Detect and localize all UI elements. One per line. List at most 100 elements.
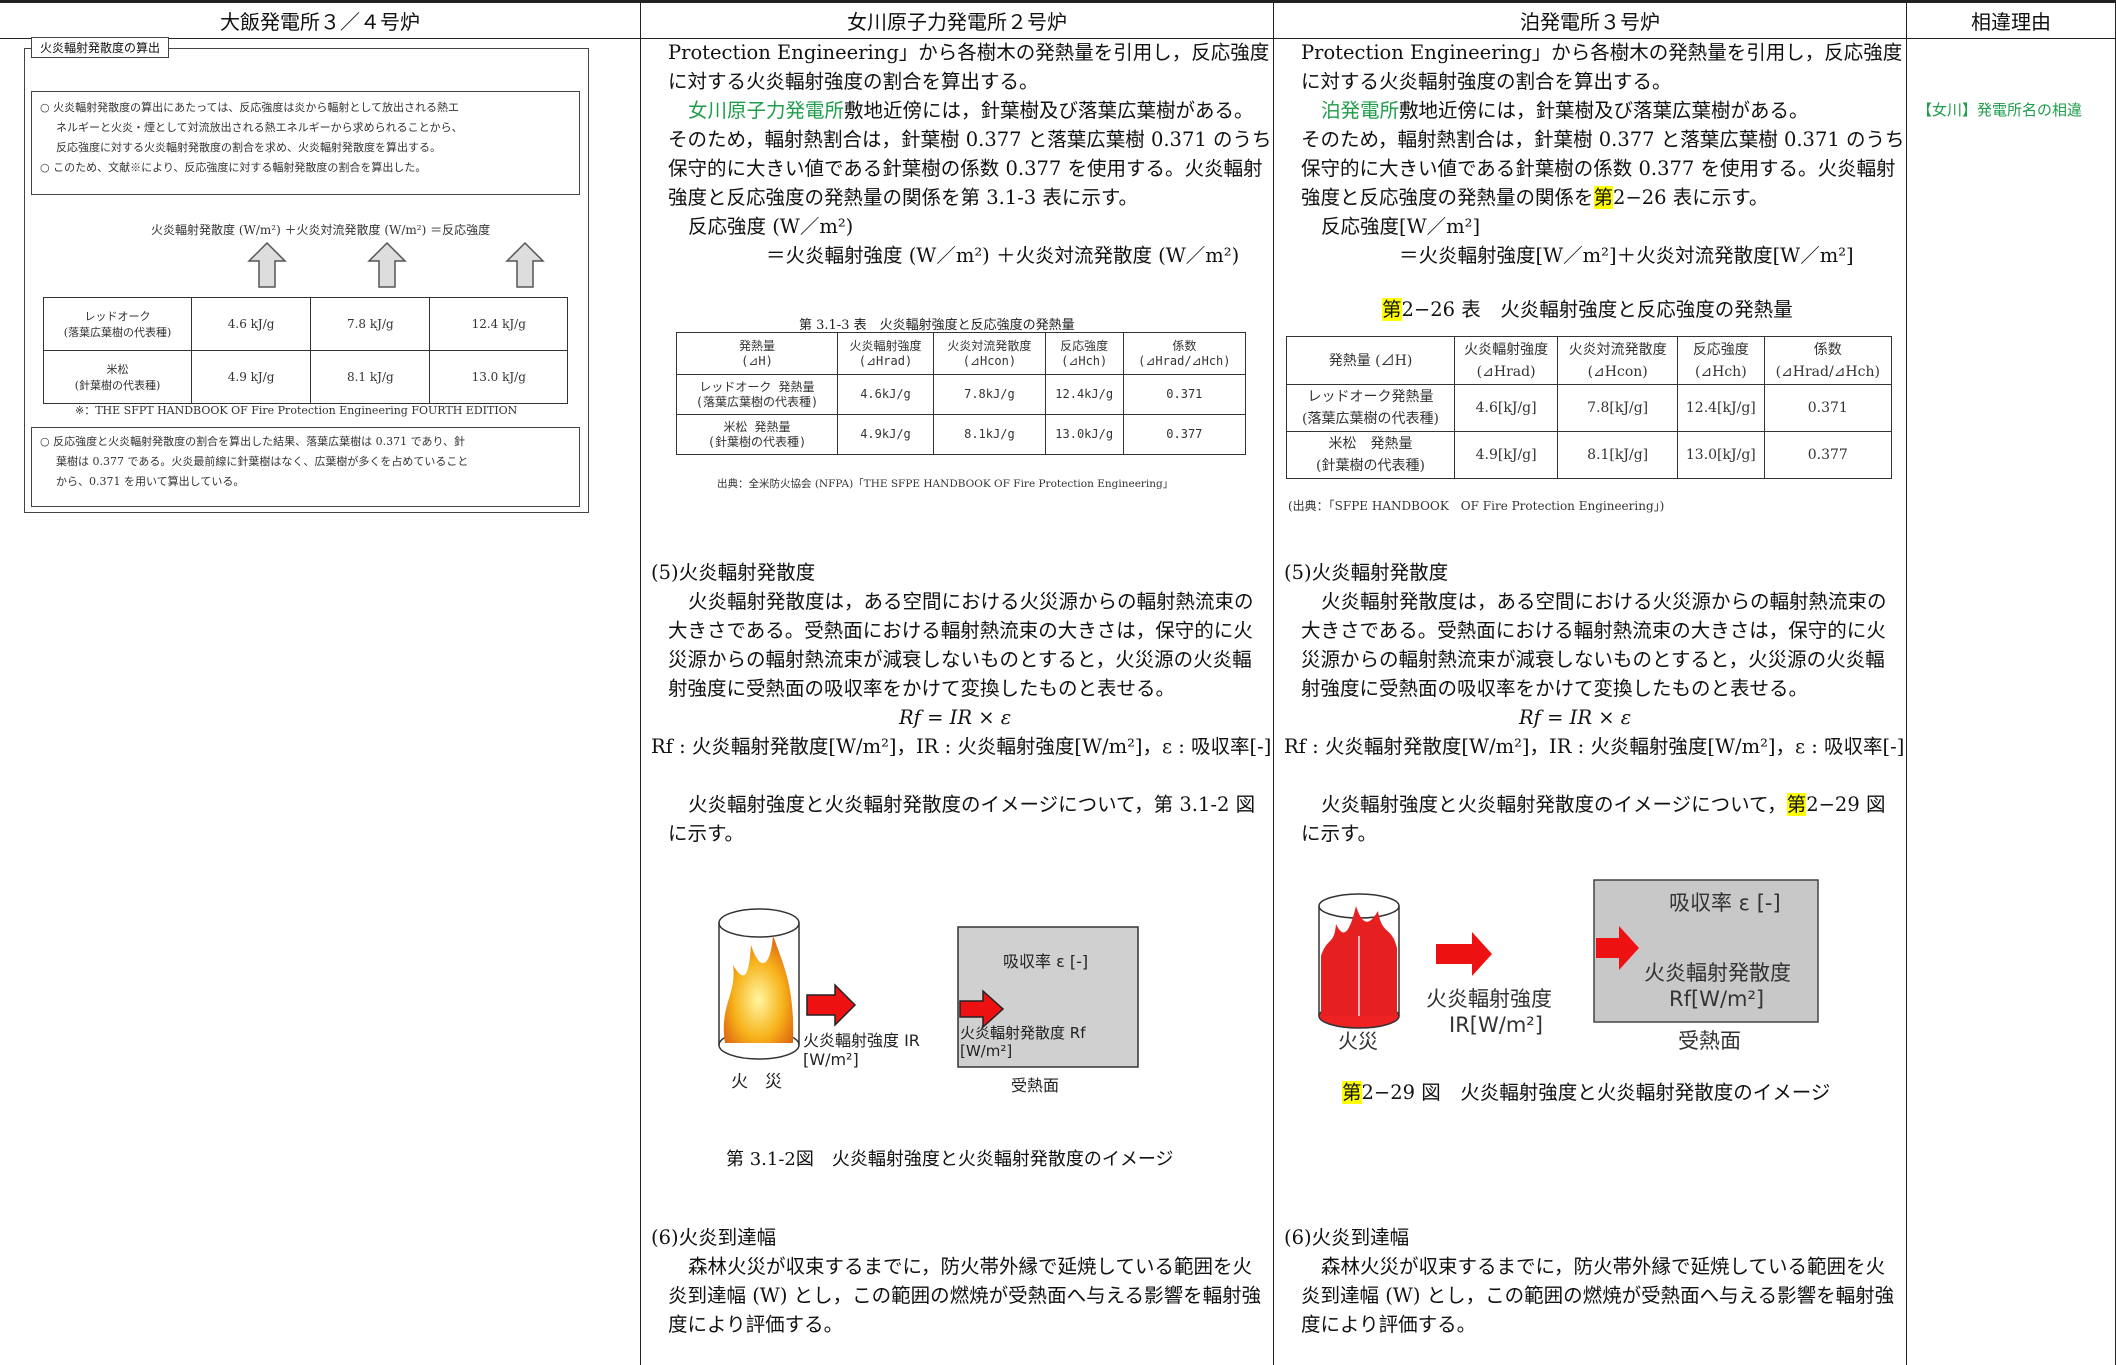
onagawa-table-source: 出典：全米防火協会 (NFPA)「THE SFPE HANDBOOK OF Fi… [717,478,1174,490]
tomari-figure-caption: 第2−29 図 火炎輻射強度と火炎輻射発散度のイメージ [1342,1078,1830,1107]
tomari-line: そのため，輻射熱割合は，針葉樹 0.377 と落葉広葉樹 0.371 のうち [1301,128,1905,151]
tomari-table-source: (出典：「SFPE HANDBOOK OF Fire Protection En… [1288,499,1665,513]
onagawa-section6-title: (6)火炎到達幅 [651,1226,777,1249]
onagawa-section5-title: (5)火炎輻射発散度 [651,561,816,584]
plant-name: 女川原子力発電所 [688,99,845,122]
ohi-heat-table: レッドオーク (落葉広葉樹の代表種) 4.6 kJ/g 7.8 kJ/g 12.… [43,297,568,404]
fig-intensity-unit: [W/m²] [803,1050,859,1069]
onagawa-heat-table: 発熱量 (⊿H) 火炎輻射強度 (⊿Hrad) 火炎対流発散度 (⊿Hcon) … [676,332,1247,455]
table-cell: 8.1 kJ/g [310,350,431,404]
ohi-source: ※：THE SFPT HANDBOOK OF Fire Protection E… [75,404,518,417]
table-cell: 4.9kJ/g [836,414,935,455]
table-header: 発熱量 (⊿H) [676,332,838,375]
tomari-line: 射強度に受熱面の吸収率をかけて変換したものと表せる。 [1301,677,1809,700]
header-ohi: 大飯発電所３／４号炉 [0,0,640,39]
fire-cylinder-icon [718,908,800,1060]
text-span: 2−26 表 火炎輻射強度と反応強度の発熱量 [1401,298,1793,321]
table-header: 発熱量 (⊿H) [1286,336,1455,385]
highlight-mark: 第 [1593,186,1614,209]
table-cell: 米松 発熱量 (針葉樹の代表種) [1286,431,1455,479]
onagawa-line: 射強度に受熱面の吸収率をかけて変換したものと表せる。 [668,677,1176,700]
column-onagawa: 女川原子力発電所２号炉 Protection Engineering」から各樹木… [640,0,1273,1365]
table-cell: 12.4kJ/g [1044,374,1124,415]
ohi-para2-line1: ○ 反応強度と火炎輻射発散度の割合を算出した結果、落葉広葉樹は 0.371 であ… [40,435,466,448]
fig-absorb-label: 吸収率 ε [-] [1669,891,1781,915]
table-cell: レッドオーク発熱量 (落葉広葉樹の代表種) [1286,384,1455,432]
ohi-up-arrows [247,241,545,288]
up-arrow-icon [247,241,287,288]
header-reason: 相違理由 [1907,0,2115,39]
fig-fire-label: 火災 [1338,1029,1378,1053]
fig-emit-label: 火炎輻射発散度 [1644,961,1791,985]
reason-text: 【女川】発電所名の相違 [1917,101,2083,119]
highlight-mark: 第 [1382,298,1402,321]
onagawa-line: Protection Engineering」から各樹木の発熱量を引用し，反応強… [668,41,1270,64]
table-cell: レッドオーク 発熱量 (落葉広葉樹の代表種) [676,374,838,415]
table-cell: 米松 発熱量 (針葉樹の代表種) [676,414,838,455]
table-header: 係数 (⊿Hrad/⊿Hch) [1122,332,1247,375]
table-cell: 12.4 kJ/g [429,297,568,351]
onagawa-line: 強度と反応強度の発熱量の関係を第 3.1-3 表に示す。 [668,186,1138,209]
table-cell: 0.377 [1122,414,1247,455]
tomari-section5-title: (5)火炎輻射発散度 [1284,561,1449,584]
onagawa-line: 火炎輻射発散度は，ある空間における火災源からの輻射熱流束の [688,590,1254,613]
column-tomari: 泊発電所３号炉 Protection Engineering」から各樹木の発熱量… [1273,0,1906,1365]
onagawa-formula: ＝火炎輻射強度 (W／m²) ＋火炎対流発散度 (W／m²) [766,244,1240,267]
table-cell: 8.1[kJ/g] [1557,431,1679,479]
table-cell: 4.9[kJ/g] [1453,431,1559,479]
fire-cylinder-icon [1318,893,1400,1029]
tomari-line: に示す。 [1301,822,1378,845]
table-cell: 0.371 [1763,384,1893,432]
fig-absorb-label: 吸収率 ε [-] [1003,952,1088,971]
table-cell: 13.0 kJ/g [429,350,568,404]
red-arrow-icon [1436,932,1492,976]
table-header: 反応強度 (⊿Hch) [1677,336,1765,385]
fig-emit-label: 火炎輻射発散度 Rf [960,1024,1086,1042]
tomari-line: 炎到達幅 (W) とし，この範囲の燃焼が受熱面へ与える影響を輻射強 [1301,1284,1895,1307]
highlight-mark: 第 [1786,793,1807,816]
onagawa-line: 大きさである。受熱面における輻射熱流束の大きさは，保守的に火 [668,619,1253,642]
tomari-line: Protection Engineering」から各樹木の発熱量を引用し，反応強… [1301,41,1903,64]
onagawa-line: 火炎輻射強度と火炎輻射発散度のイメージについて，第 3.1-2 図 [688,793,1256,816]
up-arrow-icon [505,241,545,288]
top-rule [0,0,2116,3]
text-span: 2−29 図 火炎輻射強度と火炎輻射発散度のイメージ [1361,1081,1831,1104]
table-cell: 米松 (針葉樹の代表種) [43,350,192,404]
onagawa-line: 反応強度 (W／m²) [688,215,854,238]
fig-intensity-unit: IR[W/m²] [1449,1013,1543,1037]
table-cell: 7.8 kJ/g [310,297,431,351]
onagawa-table-caption: 第 3.1-3 表 火炎輻射強度と反応強度の発熱量 [799,318,1075,333]
table-cell: 7.8[kJ/g] [1557,384,1679,432]
onagawa-line: 災源からの輻射熱流束が減衰しないものとすると，火災源の火炎輻 [668,648,1252,671]
tomari-line: 反応強度[W／m²] [1321,215,1481,238]
onagawa-equation: Rf = IR × ε [899,706,1012,729]
table-header: 係数 (⊿Hrad/⊿Hch) [1763,336,1893,385]
text-span: 敷地近傍には，針葉樹及び落葉広葉樹がある。 [1399,99,1809,122]
onagawa-figure-caption: 第 3.1-2図 火炎輻射強度と火炎輻射発散度のイメージ [726,1149,1174,1170]
tomari-line: 災源からの輻射熱流束が減衰しないものとすると，火災源の火炎輻 [1301,648,1885,671]
table-header: 反応強度 (⊿Hch) [1044,332,1124,375]
table-header: 火炎輻射強度 (⊿Hrad) [1453,336,1559,385]
tomari-table-caption: 第2−26 表 火炎輻射強度と反応強度の発熱量 [1382,295,1793,324]
tomari-line: 保守的に大きい値である針葉樹の係数 0.377 を使用する。火炎輻射 [1301,157,1896,180]
header-onagawa: 女川原子力発電所２号炉 [641,0,1273,39]
ohi-para2-line2: 葉樹は 0.377 である。火炎最前線に針葉樹はなく、広葉樹が多くを占めているこ… [56,455,469,468]
tomari-line: 強度と反応強度の発熱量の関係を第2−26 表に示す。 [1301,183,1768,212]
text-span: 火炎輻射強度と火炎輻射発散度のイメージについて， [1321,793,1787,816]
onagawa-line: そのため，輻射熱割合は，針葉樹 0.377 と落葉広葉樹 0.371 のうち [668,128,1272,151]
ohi-para1-line3: 反応強度に対する火炎輻射発散度の割合を求め、火炎輻射発散度を算出する。 [56,141,441,154]
tomari-line: に対する火炎輻射強度の割合を算出する。 [1301,70,1672,93]
tomari-figure: 火災 火炎輻射強度 IR[W/m²] 吸収率 ε [-] 火炎輻射発散度 Rf[… [1318,879,1819,1053]
fig-intensity-label: 火炎輻射強度 IR [803,1031,920,1050]
onagawa-line: 保守的に大きい値である針葉樹の係数 0.377 を使用する。火炎輻射 [668,157,1263,180]
ohi-document-box: 火炎輻射発散度の算出 ○ 火炎輻射発散度の算出にあたっては、反応強度は炎から輻射… [24,37,589,513]
table-cell: 0.371 [1122,374,1247,415]
header-tomari: 泊発電所３号炉 [1274,0,1906,39]
column-reason: 相違理由 【女川】発電所名の相違 [1906,0,2116,1365]
onagawa-line: 炎到達幅 (W) とし，この範囲の燃焼が受熱面へ与える影響を輻射強 [668,1284,1262,1307]
tomari-line: 度により評価する。 [1301,1313,1477,1336]
table-cell: 12.4[kJ/g] [1677,384,1765,432]
red-arrow-icon [1596,926,1639,970]
onagawa-line: に対する火炎輻射強度の割合を算出する。 [668,70,1039,93]
table-cell: 4.6 kJ/g [190,297,312,351]
